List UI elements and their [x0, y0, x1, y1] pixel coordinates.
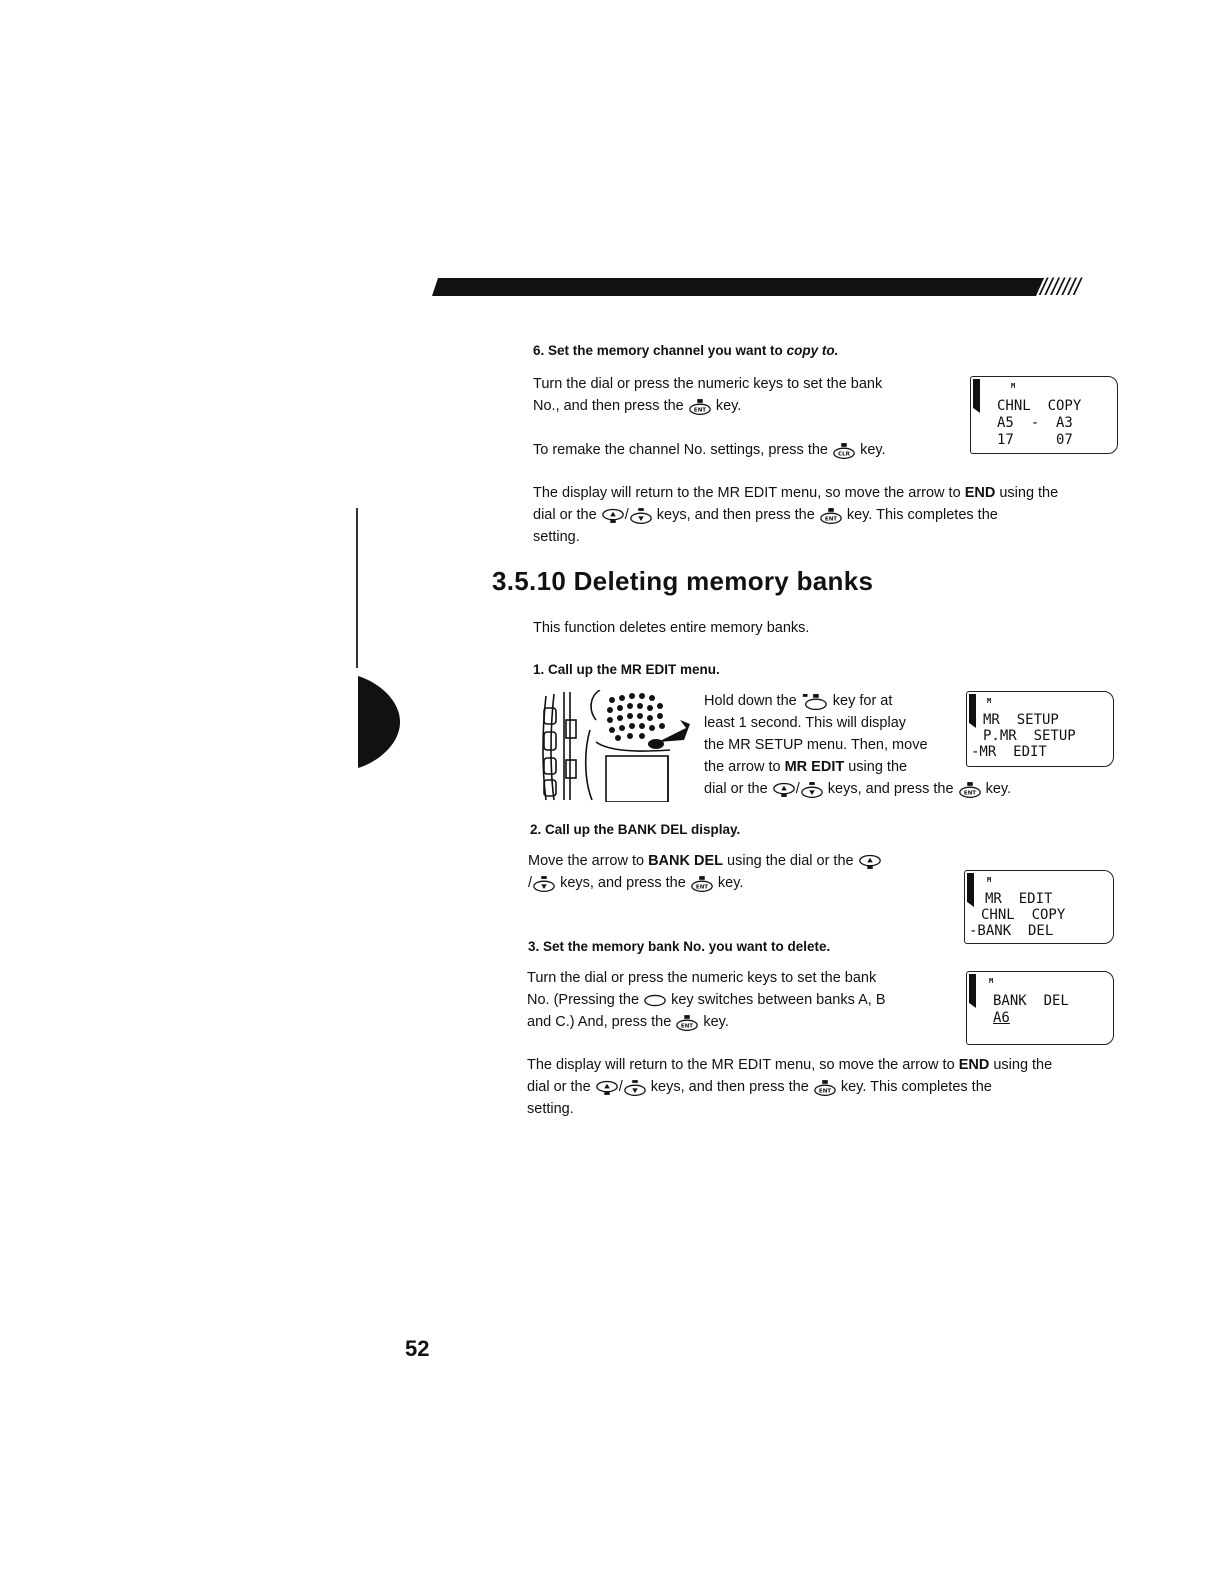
margin-rule — [356, 508, 358, 668]
ent-key-icon — [958, 781, 982, 798]
step6-para2: To remake the channel No. settings, pres… — [533, 442, 886, 459]
step6-title: 6. Set the memory channel you want to co… — [533, 343, 839, 358]
step1-body: Hold down the key for at least 1 second.… — [704, 693, 928, 775]
down-key-icon — [800, 781, 824, 798]
ent-key-icon — [813, 1079, 837, 1096]
ent-key-icon — [675, 1014, 699, 1031]
step2-body: Move the arrow to BANK DEL using the dia… — [528, 850, 948, 894]
page-number: 52 — [405, 1336, 430, 1361]
up-key-icon — [601, 507, 625, 524]
step1-title: 1. Call up the MR EDIT menu. — [533, 662, 720, 677]
header-bar — [432, 278, 1044, 296]
mr-key-icon — [801, 693, 829, 710]
down-key-icon — [532, 875, 556, 892]
ent-key-icon — [690, 875, 714, 892]
lcd-display-chnl-copy: M CHNL COPY A5 - A3 17 07 — [970, 376, 1118, 454]
ent-key-icon — [688, 398, 712, 415]
thumb-tab-marker — [358, 676, 400, 768]
plain-key-icon — [643, 992, 667, 1009]
down-key-icon — [629, 507, 653, 524]
step6-para1: Turn the dial or press the numeric keys … — [533, 376, 883, 415]
closing-paragraph: The display will return to the MR EDIT m… — [527, 1057, 1053, 1117]
step3-body: Turn the dial or press the numeric keys … — [527, 970, 886, 1031]
ent-key-icon — [819, 507, 843, 524]
up-key-icon — [772, 781, 796, 798]
lcd-display-bank-del: M BANK DEL A6 — [966, 971, 1114, 1045]
up-key-icon — [858, 853, 882, 870]
section-intro: This function deletes entire memory bank… — [533, 620, 810, 636]
step6-para3: The display will return to the MR EDIT m… — [533, 485, 1059, 545]
step1-body-last: dial or the / keys, and press the key. — [704, 781, 1012, 798]
down-key-icon — [623, 1079, 647, 1096]
lcd-display-mr-edit: M MR EDIT CHNL COPY -BANK DEL — [964, 870, 1114, 944]
lcd-display-mr-setup: M MR SETUP P.MR SETUP -MR EDIT — [966, 691, 1114, 767]
up-key-icon — [595, 1079, 619, 1096]
step2-title: 2. Call up the BANK DEL display. — [530, 822, 741, 837]
radio-keypad-illustration — [542, 690, 690, 802]
section-heading: 3.5.10 Deleting memory banks — [492, 566, 874, 596]
step3-title: 3. Set the memory bank No. you want to d… — [528, 939, 831, 954]
clr-key-icon — [832, 442, 856, 459]
header-slashes: /////// — [1040, 274, 1081, 301]
